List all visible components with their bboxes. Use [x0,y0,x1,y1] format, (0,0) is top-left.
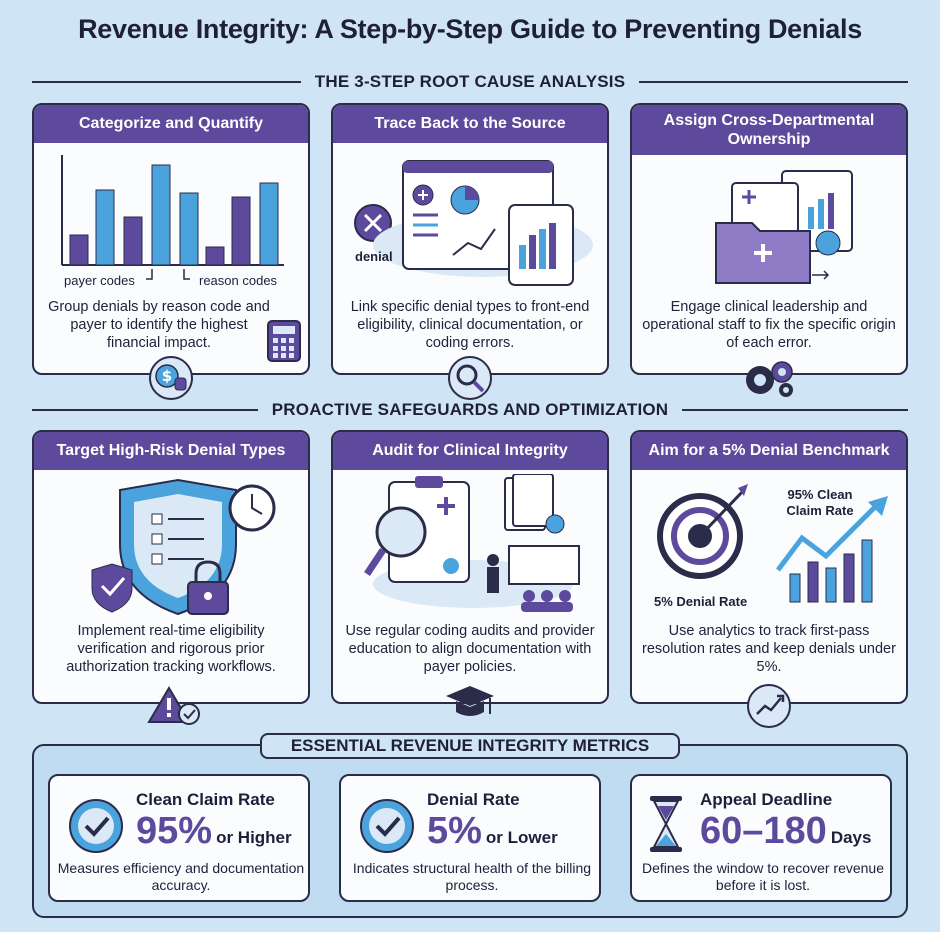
step-card-ownership: Assign Cross-Departmental Ownership Enga… [630,103,908,375]
audit-illustration [364,474,580,612]
reason-codes-label: reason codes [199,273,278,288]
card-description: Group denials by reason code and payer t… [48,299,270,351]
bar-chart-illustration [61,155,284,280]
card-title: Trace Back to the Source [333,105,607,143]
dashboard-illustration [354,160,593,286]
card-title: Assign Cross-Departmental Ownership [632,105,906,155]
card-title: Audit for Clinical Integrity [333,432,607,470]
card-title: Aim for a 5% Denial Benchmark [632,432,906,470]
dollar-coins-icon: $ [149,356,193,400]
metric-value: 95%or Higher [136,810,292,852]
gears-icon [746,361,793,397]
section-header-root-cause: THE 3-STEP ROOT CAUSE ANALYSIS [32,70,909,94]
section-title: THE 3-STEP ROOT CAUSE ANALYSIS [314,72,626,91]
check-circle-icon [360,799,414,853]
metric-value: 5%or Lower [427,810,558,852]
payer-codes-label: payer codes [64,273,135,288]
step-card-trace: Trace Back to the Source denial Link spe… [331,103,609,375]
folder-documents-illustration [715,170,853,284]
card-description: Use regular coding audits and provider e… [345,623,595,675]
card-description: Use analytics to track first-pass resolu… [642,623,896,675]
card-description: Link specific denial types to front-end … [350,299,590,351]
section-header-safeguards: PROACTIVE SAFEGUARDS AND OPTIMIZATION [32,398,909,422]
metrics-title: ESSENTIAL REVENUE INTEGRITY METRICS [260,733,680,759]
target-growth-illustration [657,484,888,603]
card-description: Engage clinical leadership and operation… [642,299,896,351]
metric-description: Indicates structural health of the billi… [352,860,592,893]
safeguard-card-high-risk: Target High-Risk Denial Types Implement … [32,430,310,704]
safeguard-card-audit: Audit for Clinical Integrity Use regular… [331,430,609,704]
magnifier-icon [448,356,492,400]
metric-label: Clean Claim Rate [136,790,275,809]
svg-text:$: $ [162,367,172,385]
calculator-icon [267,320,301,362]
graduation-cap-icon [446,686,494,716]
denial-label: denial [355,249,393,264]
page-title: Revenue Integrity: A Step-by-Step Guide … [78,14,862,44]
card-title: Target High-Risk Denial Types [34,432,308,470]
safeguard-card-benchmark: Aim for a 5% Denial Benchmark 95% Clean … [630,430,908,704]
card-title: Categorize and Quantify [34,105,308,143]
metric-description: Defines the window to recover revenue be… [641,860,885,893]
shield-lock-illustration [91,478,276,616]
step-card-categorize: Categorize and Quantify payer codes reas… [32,103,310,375]
warning-check-icon [147,686,200,725]
check-circle-icon [69,799,123,853]
metric-clean-claim-rate: Clean Claim Rate 95%or Higher Measures e… [48,774,310,902]
denial-rate-label: 5% Denial Rate [654,594,748,609]
hourglass-icon [650,796,682,852]
metric-description: Measures efficiency and documentation ac… [57,860,305,893]
card-description: Implement real-time eligibility verifica… [66,623,276,675]
section-title: PROACTIVE SAFEGUARDS AND OPTIMIZATION [271,400,669,419]
metric-label: Denial Rate [427,790,520,809]
metric-label: Appeal Deadline [700,790,833,809]
trend-up-icon [747,684,791,728]
clean-claim-label: 95% Clean Claim Rate [786,487,854,518]
metric-denial-rate: Denial Rate 5%or Lower Indicates structu… [339,774,601,902]
